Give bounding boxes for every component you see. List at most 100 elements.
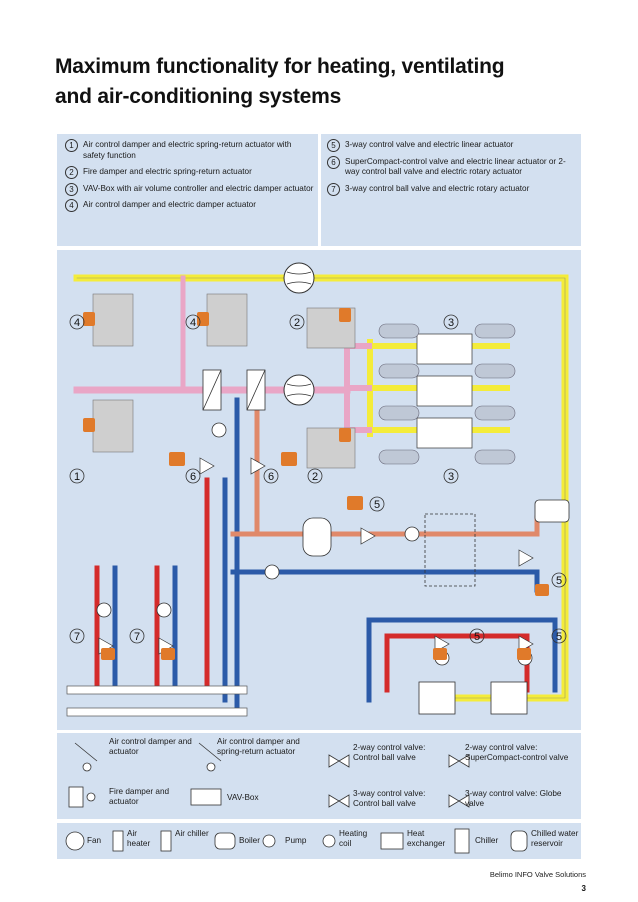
legend-right-column: 5 3-way control valve and electric linear…: [325, 139, 577, 200]
legend-text: VAV-Box with air volume controller and e…: [83, 183, 314, 193]
chilled-water-reservoir-icon: [534, 499, 570, 523]
cold-water-pipe-5: [366, 617, 558, 703]
callout-6-left: 6: [185, 468, 201, 484]
key-pump: Pump: [285, 836, 307, 845]
legend-item-1: 1 Air control damper and electric spring-…: [63, 139, 315, 161]
key-vav-box: VAV-Box: [227, 793, 259, 802]
legend-text: 3-way control ball valve and electric ro…: [345, 183, 530, 193]
key-valve-2way-sc: 2-way control valve: SuperCompact-contro…: [465, 743, 569, 762]
key-valve-3way-globe: 3-way control valve: Globe valve: [465, 789, 562, 808]
svg-text:7: 7: [134, 631, 140, 643]
fan-icon: [283, 262, 315, 294]
heat-exchanger-icon: [424, 513, 476, 587]
key-air-damper-spring: Air control damper and spring-return act…: [217, 737, 300, 756]
legend-item-3: 3 VAV-Box with air volume controller and …: [63, 182, 315, 196]
svg-text:1: 1: [74, 471, 80, 483]
callout-4-mid: 4: [185, 314, 201, 330]
spring-damper-symbol: [198, 742, 222, 762]
key-heating-coil: Heating coil: [339, 829, 368, 848]
callout-3-top: 3: [443, 314, 459, 330]
legend-item-4: 4 Air control damper and electric damper …: [63, 199, 315, 212]
callout-1: 1: [69, 468, 85, 484]
title-line-2: and air-conditioning systems: [55, 85, 342, 108]
legend-number: 1: [65, 139, 78, 152]
boiler-icon: [302, 517, 332, 557]
motor-symbol: [82, 762, 92, 772]
vav-box-symbol: [190, 788, 222, 806]
legend-number: 5: [327, 139, 340, 152]
svg-text:3: 3: [448, 471, 454, 483]
symbol-key-icons: [68, 742, 470, 808]
vav-duct-icon: [378, 323, 516, 465]
legend-text: Air control damper and electric spring-r…: [83, 140, 292, 160]
legend-item-7: 7 3-way control ball valve and electric r…: [325, 182, 577, 196]
air-chiller-icon: [246, 369, 266, 411]
callout-5-bottom-right: 5: [551, 628, 567, 644]
air-chiller-icon: [160, 830, 172, 852]
motor-symbol: [86, 792, 96, 802]
boiler-icon: [214, 832, 236, 850]
page-number: 3: [581, 884, 586, 893]
svg-text:5: 5: [556, 631, 562, 643]
key-chilled-water-reservoir: Chilled water reservoir: [531, 829, 579, 848]
svg-text:6: 6: [190, 471, 196, 483]
key-valve-3way-ball: 3-way control valve: Control ball valve: [353, 789, 426, 808]
svg-text:2: 2: [312, 471, 318, 483]
pump-icon: [262, 834, 276, 848]
svg-text:5: 5: [474, 631, 480, 643]
legend-text: Air control damper and electric damper a…: [83, 200, 256, 209]
callout-2-top: 2: [289, 314, 305, 330]
legend-number: 6: [327, 155, 340, 169]
damper-symbol: [74, 742, 98, 762]
chiller-icon: [454, 828, 470, 854]
svg-text:6: 6: [268, 471, 274, 483]
valve-2way-sc-symbol: [448, 754, 470, 768]
callout-7-left: 7: [69, 628, 85, 644]
air-heater-icon: [112, 830, 124, 852]
svg-text:4: 4: [190, 317, 196, 329]
fan-icon: [283, 374, 315, 406]
legend-text: 3-way control valve and electric linear …: [345, 140, 514, 149]
callout-6-right: 6: [263, 468, 279, 484]
callout-7-mid: 7: [129, 628, 145, 644]
key-air-heater: Air heater: [127, 829, 151, 848]
component-key: Fan Air heater Air chiller Boiler Pump H…: [57, 823, 581, 859]
valve-3way-ball-symbol: [328, 794, 350, 808]
svg-text:5: 5: [374, 499, 380, 511]
legend-number: 4: [65, 199, 78, 212]
key-boiler: Boiler: [239, 836, 260, 845]
legend-text: Fire damper and electric spring-return a…: [83, 167, 252, 176]
callout-5-right: 5: [551, 572, 567, 588]
fan-icon: [65, 831, 85, 851]
svg-text:4: 4: [74, 317, 80, 329]
chiller-unit-icon: [418, 681, 528, 715]
legend-text: SuperCompact-control valve and electric …: [345, 156, 566, 177]
header-pipe-top: [66, 685, 248, 695]
return-air-branch: [344, 343, 372, 433]
legend-number: 3: [65, 182, 78, 196]
numbered-legend: 1 Air control damper and electric spring-…: [57, 134, 581, 246]
key-heat-exchanger: Heat exchanger: [407, 829, 446, 848]
valve-actuator-icon: [101, 452, 549, 660]
symbol-key: Air control damper and actuator Air cont…: [57, 733, 581, 819]
key-valve-2way-ball: 2-way control valve: Control ball valve: [353, 743, 426, 762]
header-pipe-bottom: [66, 707, 248, 717]
svg-text:2: 2: [294, 317, 300, 329]
heat-exchanger-icon: [380, 832, 404, 850]
key-chiller: Chiller: [475, 836, 499, 845]
callout-4-left: 4: [69, 314, 85, 330]
air-damper-icon: [92, 293, 356, 469]
vav-box-icon: [416, 333, 473, 449]
callout-5-bottom-mid: 5: [469, 628, 485, 644]
fire-damper-symbol: [68, 786, 84, 808]
svg-text:7: 7: [74, 631, 80, 643]
key-fan: Fan: [87, 836, 102, 845]
svg-text:3: 3: [448, 317, 454, 329]
page-title: Maximum functionality for heating, venti…: [55, 52, 595, 112]
valve-3way-globe-symbol: [448, 794, 470, 808]
hvac-schematic: 4 4 2 3 1 6 6 2 3 5 5 7 7 5 5: [57, 250, 581, 730]
legend-left-column: 1 Air control damper and electric spring-…: [63, 139, 315, 217]
key-air-damper: Air control damper and actuator: [109, 737, 192, 756]
legend-number: 7: [327, 182, 340, 196]
